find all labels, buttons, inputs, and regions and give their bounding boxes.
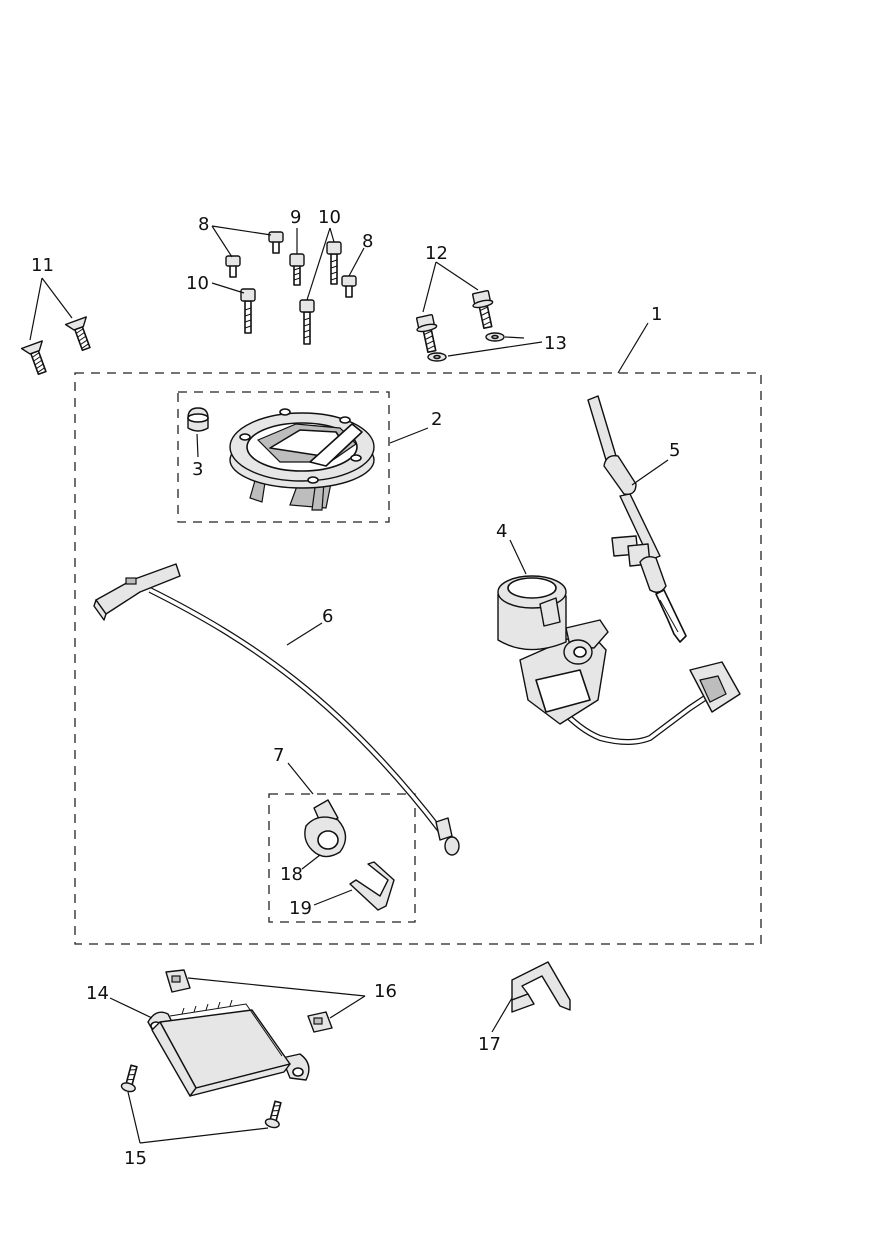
- part-11-screws[interactable]: [20, 316, 97, 377]
- part-9-bolt[interactable]: [289, 253, 305, 286]
- callout-10: 10: [318, 207, 341, 228]
- callout-7: 7: [273, 745, 284, 766]
- callout-6: 6: [322, 606, 333, 627]
- callout-4: 4: [496, 521, 507, 542]
- callout-12: 12: [425, 243, 448, 264]
- part-5-keys[interactable]: [587, 395, 687, 643]
- kit-box-fuel-cap: [177, 391, 390, 523]
- part-19-clip[interactable]: [349, 861, 395, 911]
- leader-lines: [29, 225, 669, 1144]
- part-16-clip[interactable]: [307, 1011, 333, 1033]
- callout-9: 9: [290, 207, 301, 228]
- callout-10: 10: [186, 273, 209, 294]
- part-13-washer[interactable]: [427, 352, 447, 362]
- callout-14: 14: [86, 983, 109, 1004]
- part-12-flange-bolt[interactable]: [415, 313, 442, 354]
- callout-11: 11: [31, 255, 54, 276]
- callout-5: 5: [669, 440, 680, 461]
- part-8-bolt[interactable]: [268, 231, 284, 254]
- callout-19: 19: [289, 898, 312, 919]
- part-14-control-module[interactable]: [147, 999, 310, 1097]
- callout-13: 13: [544, 333, 567, 354]
- callout-16: 16: [374, 981, 397, 1002]
- part-10-bolt[interactable]: [326, 241, 342, 285]
- part-12-flange-bolt[interactable]: [471, 289, 498, 330]
- callout-3: 3: [192, 459, 203, 480]
- part-10-bolt[interactable]: [240, 288, 256, 334]
- part-16-clip[interactable]: [165, 969, 191, 993]
- part-2-fuel-cap[interactable]: [229, 408, 375, 511]
- part-15-screw[interactable]: [120, 1064, 141, 1093]
- part-13-washer[interactable]: [485, 332, 505, 342]
- callout-2: 2: [431, 409, 442, 430]
- part-3-plug[interactable]: [187, 407, 209, 432]
- callout-15: 15: [124, 1148, 147, 1169]
- part-4-ignition-switch[interactable]: [497, 575, 741, 745]
- callout-labels: 1 2 3 4 5 6 7 8 8 9 10 10 11 12 13 14 15…: [31, 207, 680, 1169]
- kit-box-main: [74, 372, 762, 945]
- part-8-bolt[interactable]: [225, 255, 241, 278]
- kit-box-switch: [268, 793, 416, 923]
- part-10-bolt[interactable]: [299, 299, 315, 345]
- part-17-bracket[interactable]: [511, 961, 571, 1013]
- part-15-screw[interactable]: [264, 1100, 285, 1129]
- callout-1: 1: [651, 304, 662, 325]
- part-6-cable[interactable]: [93, 563, 460, 856]
- callout-8: 8: [198, 214, 209, 235]
- callout-8: 8: [362, 231, 373, 252]
- callout-17: 17: [478, 1034, 501, 1055]
- part-8-bolt[interactable]: [341, 275, 357, 298]
- callout-18: 18: [280, 864, 303, 885]
- part-18-switch[interactable]: [304, 799, 347, 858]
